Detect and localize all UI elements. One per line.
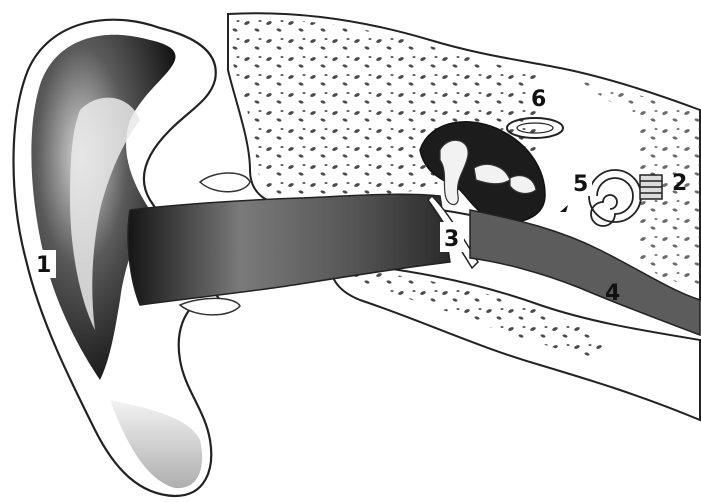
callout-4: 4 (605, 281, 620, 306)
callout-6: 6 (531, 87, 546, 112)
callout-5: 5 (573, 172, 588, 197)
callout-3: 3 (444, 227, 459, 252)
callout-2: 2 (672, 171, 687, 196)
callout-1: 1 (36, 253, 51, 278)
cartilage-upper (200, 173, 250, 192)
auditory-nerve (640, 175, 662, 199)
